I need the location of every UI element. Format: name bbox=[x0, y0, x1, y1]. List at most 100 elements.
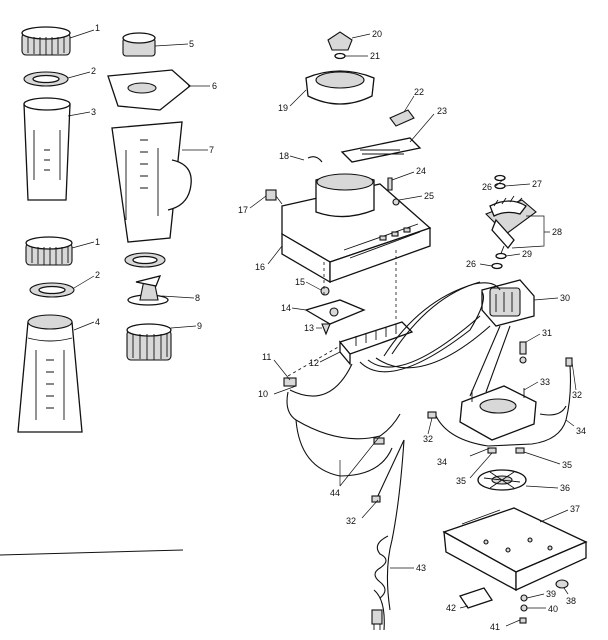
jar-gasket bbox=[124, 252, 166, 268]
label-part-36: 36 bbox=[560, 483, 570, 493]
label-part-25: 25 bbox=[424, 191, 434, 201]
label-part-18: 18 bbox=[279, 151, 289, 161]
label-part-42: 42 bbox=[446, 603, 456, 613]
label-part-37: 37 bbox=[570, 504, 580, 514]
strain-relief bbox=[371, 437, 385, 503]
label-part-9: 9 bbox=[197, 321, 202, 331]
label-part-21: 21 bbox=[370, 51, 380, 61]
nut-15 bbox=[320, 286, 330, 296]
label-part-34-right: 34 bbox=[576, 426, 586, 436]
washer-13 bbox=[321, 323, 331, 336]
screw-39 bbox=[520, 594, 528, 602]
field-coil bbox=[481, 279, 535, 327]
large-jar bbox=[17, 314, 83, 433]
screw-17 bbox=[265, 189, 283, 205]
housing-dashed-guides bbox=[287, 250, 397, 377]
instruction-label bbox=[458, 587, 494, 609]
label-part-38: 38 bbox=[566, 596, 576, 606]
label-part-10: 10 bbox=[258, 389, 268, 399]
label-part-20: 20 bbox=[372, 29, 382, 39]
label-part-5: 5 bbox=[189, 39, 194, 49]
label-part-27: 27 bbox=[532, 179, 542, 189]
terminal-block bbox=[338, 321, 414, 366]
leader-lines bbox=[67, 29, 577, 627]
label-part-26-bottom: 26 bbox=[466, 259, 476, 269]
label-part-41: 41 bbox=[490, 622, 500, 632]
nameplate-small bbox=[389, 109, 415, 127]
label-part-32-right: 32 bbox=[572, 390, 582, 400]
label-part-12: 12 bbox=[309, 358, 319, 368]
label-part-4: 4 bbox=[95, 317, 100, 327]
jar-lid bbox=[107, 69, 192, 111]
label-part-7: 7 bbox=[209, 145, 214, 155]
label-part-35-left: 35 bbox=[456, 476, 466, 486]
label-part-35-right: 35 bbox=[562, 460, 572, 470]
blender-jar bbox=[111, 121, 192, 243]
jar-cap-top bbox=[21, 26, 71, 56]
indicator-lamp bbox=[307, 156, 323, 163]
label-part-3: 3 bbox=[91, 107, 96, 117]
label-part-31: 31 bbox=[542, 328, 552, 338]
blade-assembly bbox=[127, 275, 169, 306]
washer-26-bottom bbox=[491, 262, 503, 270]
label-part-14: 14 bbox=[281, 303, 291, 313]
jar-base-collar bbox=[126, 323, 172, 361]
label-part-44: 44 bbox=[330, 488, 340, 498]
clip-35-right bbox=[515, 447, 525, 454]
label-part-32-lower: 32 bbox=[346, 516, 356, 526]
brush-31 bbox=[519, 341, 527, 364]
small-jar bbox=[23, 97, 71, 201]
label-part-2-top: 2 bbox=[91, 66, 96, 76]
jar-pad bbox=[305, 70, 375, 105]
bearing-plate bbox=[304, 299, 366, 325]
fan bbox=[477, 469, 527, 491]
label-part-33: 33 bbox=[540, 377, 550, 387]
switch-bracket bbox=[283, 377, 297, 387]
screw-24 bbox=[387, 177, 393, 191]
washer-29 bbox=[495, 252, 507, 260]
bottom-plate bbox=[442, 507, 588, 592]
label-part-24: 24 bbox=[416, 166, 426, 176]
terminal-32-left bbox=[427, 411, 437, 419]
armature bbox=[485, 195, 537, 257]
label-part-15: 15 bbox=[295, 277, 305, 287]
label-part-28: 28 bbox=[552, 227, 562, 237]
label-part-34-left: 34 bbox=[437, 457, 447, 467]
part-number-labels: 1 2 3 1 2 4 5 6 7 8 9 10 11 12 13 14 15 … bbox=[91, 23, 586, 632]
label-part-39: 39 bbox=[546, 589, 556, 599]
label-part-29: 29 bbox=[522, 249, 532, 259]
washer-40 bbox=[520, 604, 528, 612]
label-part-26-top: 26 bbox=[482, 182, 492, 192]
drive-coupling bbox=[327, 31, 353, 60]
clip-35-left bbox=[487, 447, 497, 454]
terminal-32-right bbox=[565, 357, 573, 367]
label-part-22: 22 bbox=[414, 87, 424, 97]
label-part-16: 16 bbox=[255, 262, 265, 272]
label-part-2-middle: 2 bbox=[95, 270, 100, 280]
divider-line bbox=[0, 549, 184, 556]
sealing-ring-top bbox=[23, 71, 69, 87]
label-part-13: 13 bbox=[304, 323, 314, 333]
label-part-6: 6 bbox=[212, 81, 217, 91]
jar-lid-cap bbox=[122, 32, 156, 57]
foot-41 bbox=[519, 617, 527, 624]
label-part-40: 40 bbox=[548, 604, 558, 614]
label-part-17: 17 bbox=[238, 205, 248, 215]
power-cord bbox=[371, 535, 389, 630]
switch-panel-label bbox=[340, 137, 422, 163]
screw-25 bbox=[392, 198, 400, 206]
rubber-foot bbox=[555, 579, 569, 589]
label-part-30: 30 bbox=[560, 293, 570, 303]
label-part-43: 43 bbox=[416, 563, 426, 573]
label-part-23: 23 bbox=[437, 106, 447, 116]
label-part-8: 8 bbox=[195, 293, 200, 303]
jar-cap-middle bbox=[25, 236, 73, 266]
label-part-1-top: 1 bbox=[95, 23, 100, 33]
label-part-11: 11 bbox=[262, 352, 271, 362]
sealing-ring-middle bbox=[29, 282, 75, 298]
motor-housing bbox=[281, 173, 432, 284]
label-part-1-middle: 1 bbox=[95, 237, 100, 247]
label-part-19: 19 bbox=[278, 103, 288, 113]
label-part-32-left: 32 bbox=[423, 434, 433, 444]
